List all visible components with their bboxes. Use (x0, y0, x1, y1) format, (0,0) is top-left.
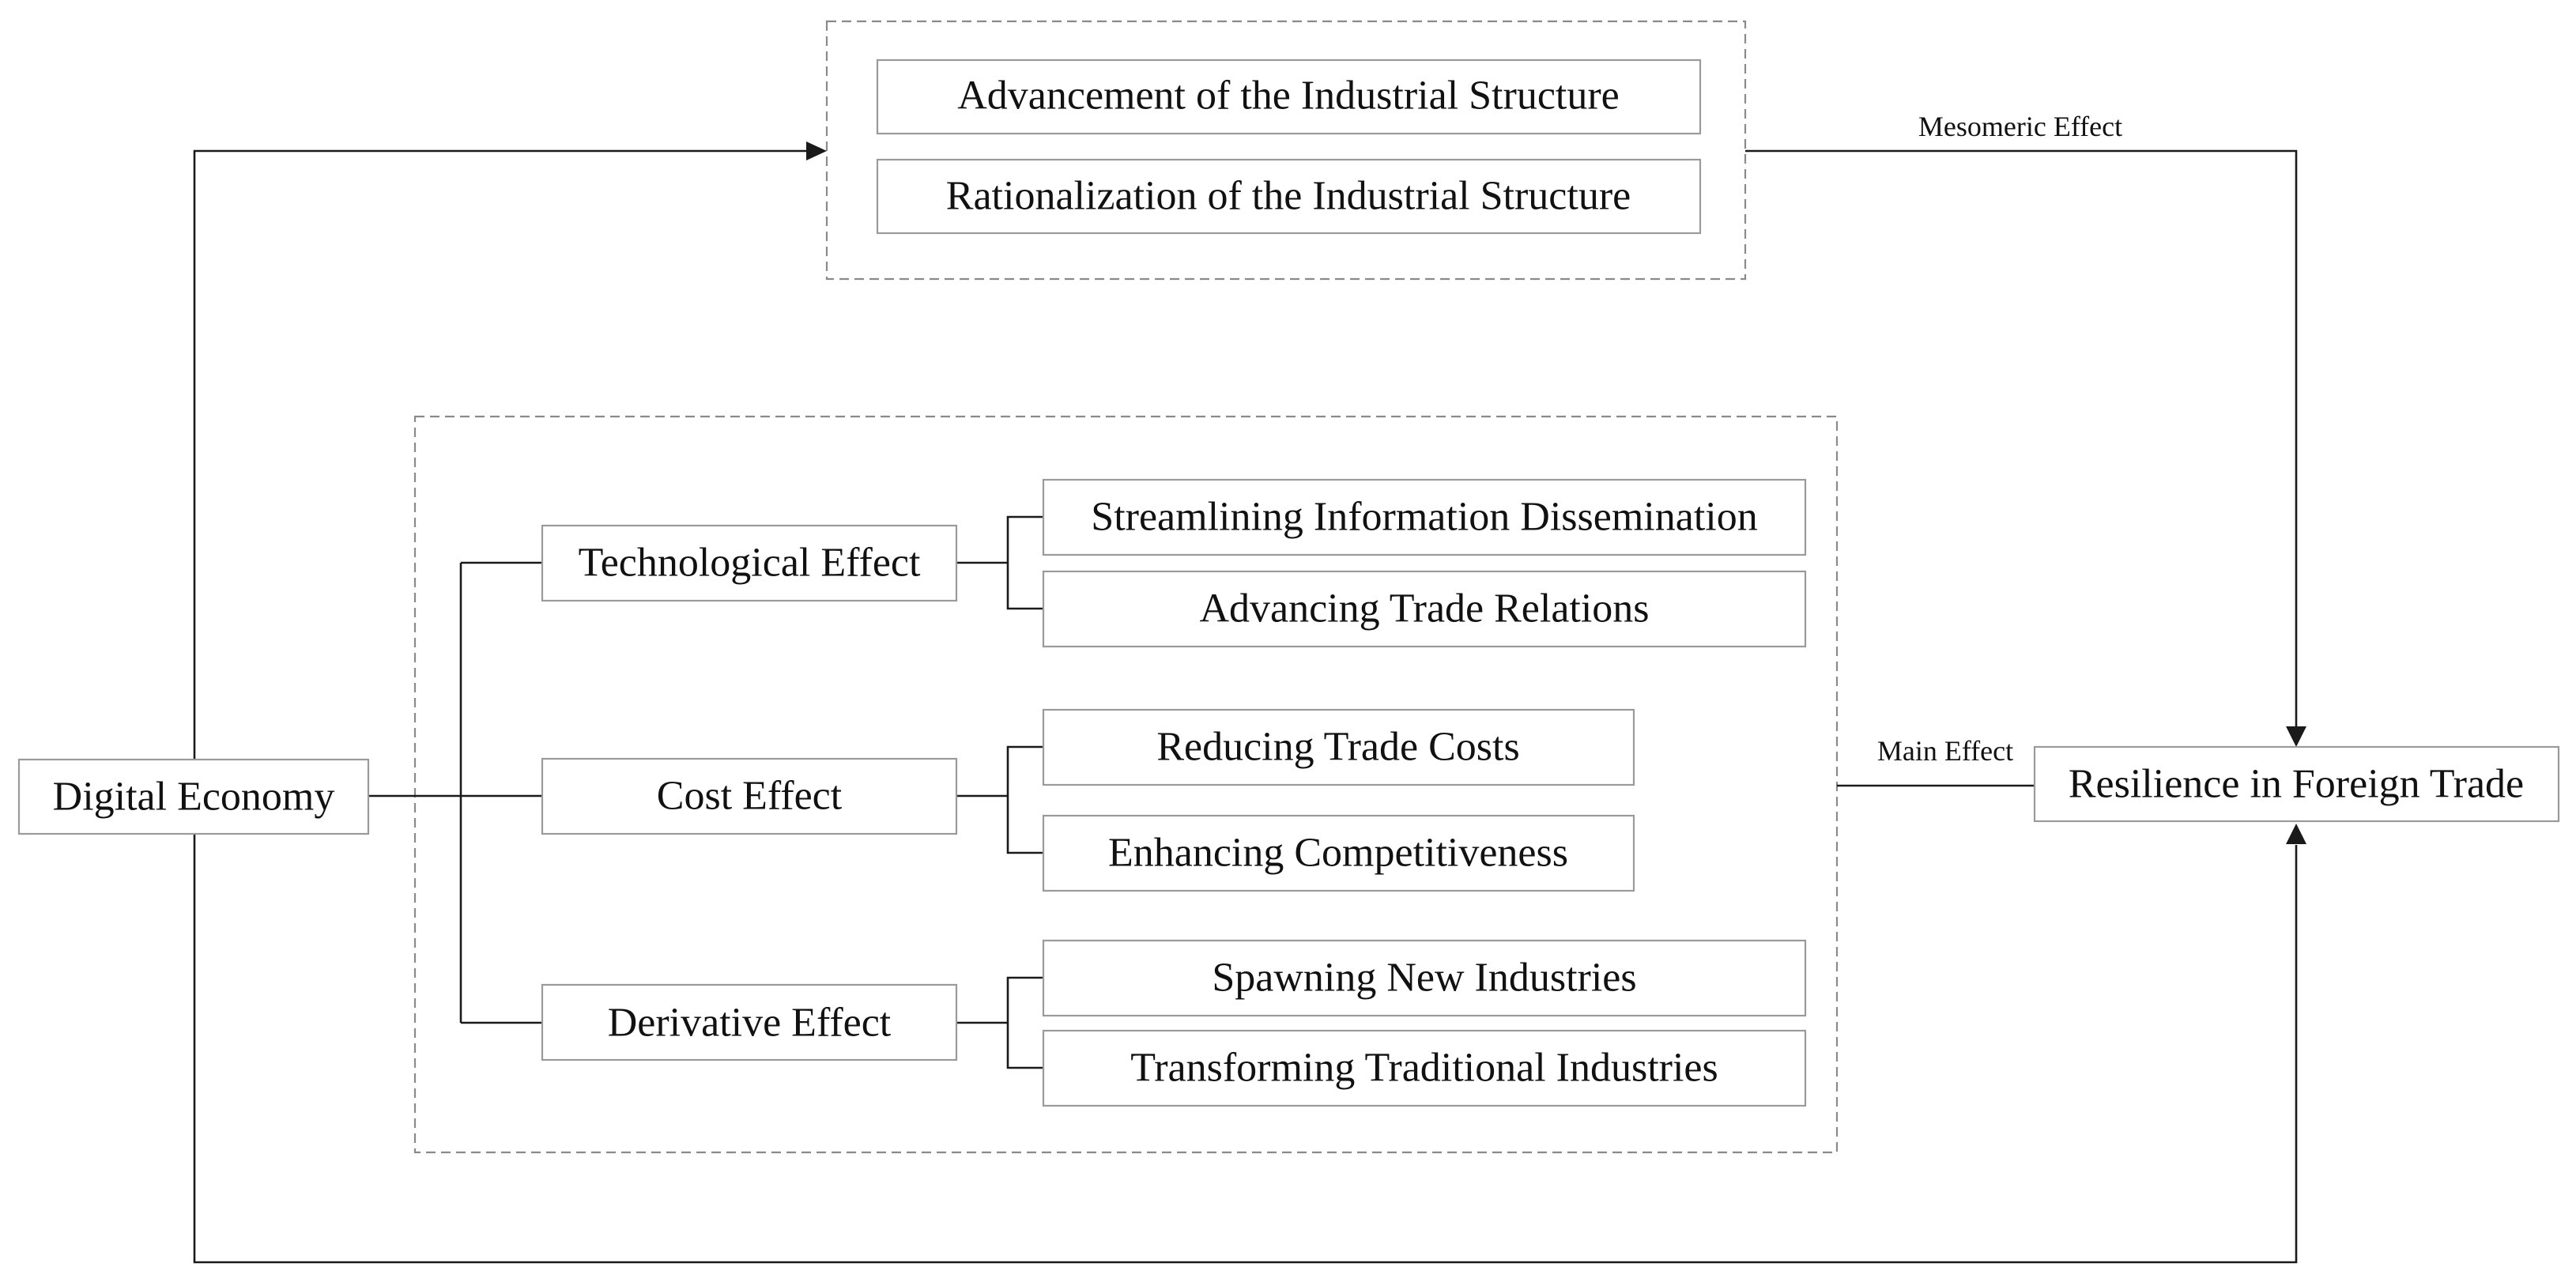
path-bottom (193, 834, 2298, 1264)
mediator-advancement: Advancement of the Industrial Structure (876, 58, 1702, 135)
leaf-advancing-label: Advancing Trade Relations (1199, 586, 1649, 632)
leaf-enhancing: Enhancing Competitiveness (1042, 814, 1635, 892)
mediator-rationalization-label: Rationalization of the Industrial Struct… (946, 174, 1631, 219)
mechanism-technological-box (541, 524, 958, 602)
target-node: Resilience in Foreign Trade (2033, 745, 2560, 823)
branch-derivative-fork (1006, 976, 1043, 1069)
leaf-streamlining-label: Streamlining Information Dissemination (1091, 495, 1757, 540)
main-effect-label: Main Effect (1877, 735, 2013, 767)
source-node-label: Digital Economy (53, 775, 335, 820)
leaf-spawning-label: Spawning New Industries (1212, 956, 1636, 1001)
mediator-rationalization-box (876, 158, 1702, 235)
mechanism-technological: Technological Effect (541, 524, 958, 602)
target-node-box (2033, 745, 2560, 823)
leaf-streamlining-box (1042, 478, 1807, 556)
source-node: Digital Economy (17, 758, 370, 835)
mechanism-technological-label: Technological Effect (579, 541, 921, 586)
leaf-streamlining: Streamlining Information Dissemination (1042, 478, 1807, 556)
mechanism-cost: Cost Effect (541, 757, 958, 835)
mechanism-group-frame (413, 415, 1839, 1154)
leaf-reducing: Reducing Trade Costs (1042, 708, 1635, 786)
leaf-reducing-box (1042, 708, 1635, 786)
source-node-box (17, 758, 370, 835)
path-mesomeric (1745, 149, 2298, 727)
branch-technological-fork (1006, 515, 1043, 610)
arrowhead-bottom (2286, 824, 2306, 844)
leaf-enhancing-label: Enhancing Competitiveness (1108, 831, 1568, 876)
leaf-transforming: Transforming Traditional Industries (1042, 1029, 1807, 1107)
mediator-group-frame (825, 20, 1747, 281)
branch-cost-fork (1006, 745, 1043, 854)
mediator-advancement-box (876, 58, 1702, 135)
mechanism-derivative-label: Derivative Effect (608, 1001, 892, 1046)
leaf-transforming-label: Transforming Traditional Industries (1130, 1046, 1718, 1091)
mediator-advancement-label: Advancement of the Industrial Structure (957, 74, 1620, 119)
leaf-spawning: Spawning New Industries (1042, 939, 1807, 1017)
mechanism-derivative-box (541, 983, 958, 1061)
target-node-label: Resilience in Foreign Trade (2069, 762, 2524, 807)
connector-lines (193, 149, 2298, 1264)
mechanism-cost-box (541, 757, 958, 835)
mechanism-derivative: Derivative Effect (541, 983, 958, 1061)
leaf-advancing: Advancing Trade Relations (1042, 570, 1807, 648)
leaf-spawning-box (1042, 939, 1807, 1017)
arrowhead-to-mediators (806, 141, 827, 160)
mediator-rationalization: Rationalization of the Industrial Struct… (876, 158, 1702, 235)
leaf-reducing-label: Reducing Trade Costs (1156, 725, 1519, 770)
path-to-mediators (193, 149, 809, 765)
leaf-transforming-box (1042, 1029, 1807, 1107)
mechanism-cost-label: Cost Effect (657, 774, 843, 819)
leaf-enhancing-box (1042, 814, 1635, 892)
mesomeric-effect-label: Mesomeric Effect (1918, 111, 2122, 142)
arrowhead-mesomeric (2286, 726, 2306, 747)
leaf-advancing-box (1042, 570, 1807, 648)
